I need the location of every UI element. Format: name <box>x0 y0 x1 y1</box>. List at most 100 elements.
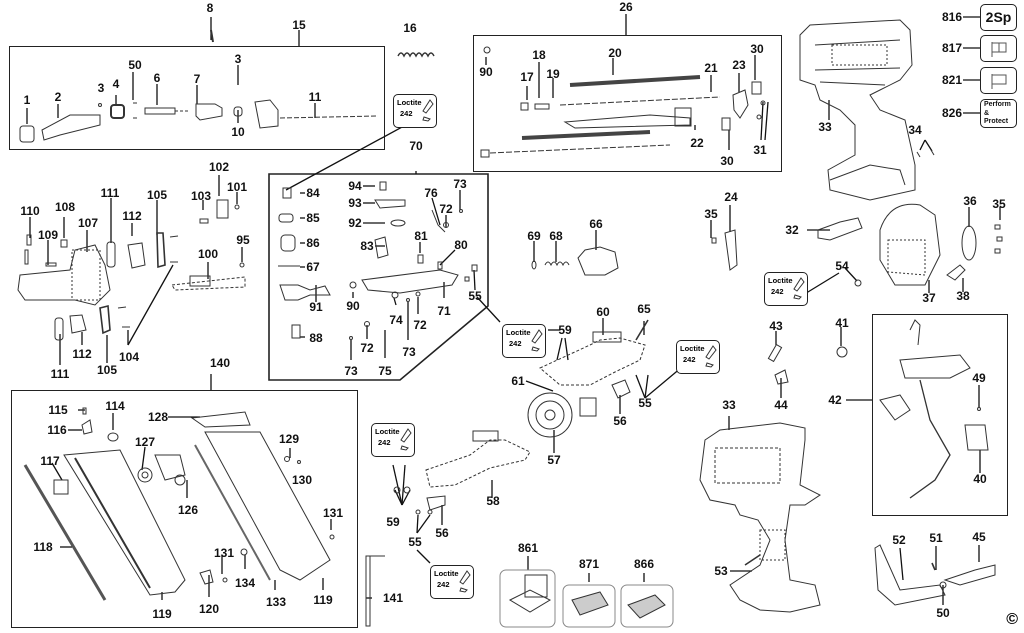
part-label[interactable]: 118 <box>33 540 53 554</box>
part-label[interactable]: 76 <box>424 186 438 200</box>
part-label[interactable]: 86 <box>306 236 320 250</box>
group-label-26[interactable]: 26 <box>619 0 633 14</box>
part-label[interactable]: 6 <box>153 71 161 85</box>
part-label[interactable]: 104 <box>118 350 140 364</box>
part-label[interactable]: 120 <box>198 602 220 616</box>
part-label[interactable]: 108 <box>54 200 76 214</box>
part-label[interactable]: 35 <box>704 207 718 221</box>
group-label-70[interactable]: 70 <box>409 139 423 153</box>
part-label[interactable]: 19 <box>546 67 560 81</box>
part-label[interactable]: 18 <box>532 48 546 62</box>
part-label[interactable]: 72 <box>439 202 453 216</box>
part-label[interactable]: 72 <box>413 318 427 332</box>
part-label[interactable]: 31 <box>753 143 767 157</box>
part-label[interactable]: 45 <box>972 530 986 544</box>
part-label[interactable]: 119 <box>313 593 333 607</box>
part-label[interactable]: 73 <box>453 177 467 191</box>
part-label[interactable]: 84 <box>306 186 320 200</box>
part-label[interactable]: 73 <box>344 364 358 378</box>
part-label[interactable]: 110 <box>20 204 40 218</box>
part-label[interactable]: 61 <box>511 374 525 388</box>
part-label[interactable]: 73 <box>402 345 416 359</box>
part-label[interactable]: 21 <box>704 61 718 75</box>
part-label[interactable]: 95 <box>236 233 250 247</box>
part-label[interactable]: 59 <box>558 323 572 337</box>
part-label[interactable]: 101 <box>226 180 248 194</box>
part-label[interactable]: 30 <box>750 42 764 56</box>
part-label[interactable]: 94 <box>348 179 362 193</box>
part-label[interactable]: 115 <box>48 403 68 417</box>
part-label[interactable]: 111 <box>100 186 120 200</box>
part-label[interactable]: 112 <box>122 209 142 223</box>
part-label[interactable]: 127 <box>134 435 156 449</box>
part-label[interactable]: 55 <box>468 289 482 303</box>
part-label[interactable]: 100 <box>197 247 219 261</box>
part-label[interactable]: 114 <box>105 399 125 413</box>
part-label[interactable]: 66 <box>589 217 603 231</box>
part-label[interactable]: 17 <box>520 70 534 84</box>
part-label[interactable]: 92 <box>348 216 362 230</box>
part-label[interactable]: 102 <box>208 160 230 174</box>
part-label[interactable]: 7 <box>193 72 201 86</box>
part-label[interactable]: 72 <box>360 341 374 355</box>
part-label[interactable]: 85 <box>306 211 320 225</box>
part-label[interactable]: 67 <box>306 260 320 274</box>
part-label[interactable]: 32 <box>785 223 799 237</box>
part-label[interactable]: 22 <box>690 136 704 150</box>
part-label[interactable]: 43 <box>769 319 783 333</box>
part-label[interactable]: 112 <box>72 347 92 361</box>
part-label[interactable]: 74 <box>389 313 403 327</box>
part-label[interactable]: 111 <box>50 367 70 381</box>
part-label[interactable]: 20 <box>608 46 622 60</box>
part-label[interactable]: 3 <box>97 81 105 95</box>
part-label[interactable]: 69 <box>527 229 541 243</box>
part-label[interactable]: 93 <box>348 196 362 210</box>
part-label[interactable]: 33 <box>722 398 736 412</box>
part-label[interactable]: 54 <box>835 259 849 273</box>
part-label[interactable]: 130 <box>291 473 313 487</box>
part-label[interactable]: 83 <box>360 239 374 253</box>
part-label[interactable]: 821 <box>941 73 963 87</box>
part-label[interactable]: 55 <box>408 535 422 549</box>
part-label[interactable]: 861 <box>517 541 539 555</box>
part-label[interactable]: 107 <box>77 216 99 230</box>
part-label[interactable]: 871 <box>578 557 600 571</box>
part-label[interactable]: 816 <box>941 10 963 24</box>
part-label[interactable]: 10 <box>231 125 245 139</box>
part-label[interactable]: 109 <box>37 228 59 242</box>
part-label[interactable]: 3 <box>234 52 242 66</box>
part-label[interactable]: 133 <box>265 595 287 609</box>
part-label[interactable]: 116 <box>47 423 67 437</box>
part-label[interactable]: 81 <box>414 229 428 243</box>
part-label[interactable]: 37 <box>922 291 936 305</box>
part-label[interactable]: 56 <box>613 414 627 428</box>
part-label[interactable]: 129 <box>278 432 300 446</box>
part-label[interactable]: 105 <box>96 363 118 377</box>
part-label[interactable]: 36 <box>963 194 977 208</box>
part-label[interactable]: 16 <box>403 21 417 35</box>
part-label[interactable]: 134 <box>234 576 256 590</box>
part-label[interactable]: 23 <box>732 58 746 72</box>
part-label[interactable]: 65 <box>637 302 651 316</box>
part-label[interactable]: 11 <box>308 90 322 104</box>
part-label[interactable]: 57 <box>547 453 561 467</box>
part-label[interactable]: 52 <box>892 533 906 547</box>
part-label[interactable]: 75 <box>378 364 392 378</box>
part-label[interactable]: 56 <box>435 526 449 540</box>
part-label[interactable]: 53 <box>714 564 728 578</box>
part-label[interactable]: 131 <box>322 506 344 520</box>
part-label[interactable]: 4 <box>112 77 120 91</box>
part-label[interactable]: 817 <box>941 41 963 55</box>
group-label-15[interactable]: 15 <box>292 18 306 32</box>
part-label[interactable]: 58 <box>486 494 500 508</box>
part-label[interactable]: 126 <box>177 503 199 517</box>
part-label[interactable]: 105 <box>146 188 168 202</box>
part-label[interactable]: 71 <box>437 304 451 318</box>
part-label[interactable]: 80 <box>454 238 468 252</box>
part-label[interactable]: 44 <box>774 398 788 412</box>
part-label[interactable]: 24 <box>724 190 738 204</box>
part-label[interactable]: 51 <box>929 531 943 545</box>
part-label[interactable]: 33 <box>818 120 832 134</box>
part-label[interactable]: 55 <box>638 396 652 410</box>
part-label[interactable]: 90 <box>479 65 493 79</box>
